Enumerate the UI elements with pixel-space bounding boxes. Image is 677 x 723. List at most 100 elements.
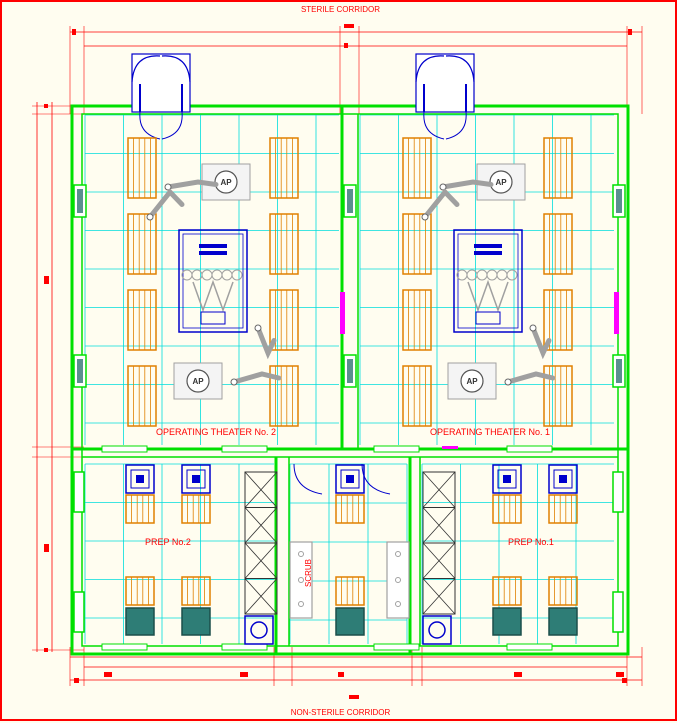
sink-frame <box>125 464 155 494</box>
outer-wall <box>70 104 630 656</box>
cabinet-outline <box>543 137 573 199</box>
light-arm <box>467 279 509 313</box>
basin-tap <box>395 601 401 607</box>
storage-cabinet-icon <box>543 365 573 427</box>
storage-cabinet-icon <box>125 494 155 524</box>
shelf-cell <box>422 578 456 615</box>
sink-frame <box>548 464 578 494</box>
door-swing <box>361 463 391 495</box>
shelf-cell <box>244 578 278 615</box>
light-head <box>201 269 213 281</box>
arm-path <box>422 188 460 220</box>
basin-tap <box>298 577 304 583</box>
dimension-marker <box>44 276 49 284</box>
dimension-marker <box>104 672 112 677</box>
pendant-arm-icon <box>230 371 282 386</box>
sink-drain <box>559 475 567 483</box>
arm-path <box>255 325 277 360</box>
cabinet-outline <box>127 289 157 351</box>
pendant-arm-icon <box>254 324 277 360</box>
storage-cabinet-icon <box>402 365 432 427</box>
window-pane <box>616 359 622 383</box>
magenta-fixture <box>442 446 458 449</box>
washer-unit <box>125 607 155 636</box>
cabinet-outline <box>402 213 432 275</box>
sink-frame <box>181 464 211 494</box>
light-head <box>486 269 498 281</box>
sink-bowl <box>340 469 360 489</box>
storage-cabinet-icon <box>492 494 522 524</box>
door-swing <box>445 55 475 83</box>
light-head <box>221 269 233 281</box>
scrub-basin-icon <box>386 541 410 619</box>
table-bar <box>199 244 227 248</box>
dimension-marker <box>514 672 522 677</box>
cabinet-outline <box>181 576 211 606</box>
double-swing-door-icon <box>415 53 475 140</box>
pendant-arm-icon <box>164 179 219 191</box>
storage-cabinet-icon <box>335 576 365 606</box>
storage-cabinet-icon <box>125 576 155 606</box>
ap-unit-icon: AP <box>173 362 223 400</box>
storage-cabinet-icon <box>269 213 299 275</box>
window-pane <box>347 189 353 213</box>
storage-cabinet-icon <box>269 365 299 427</box>
pendant-arm-icon <box>421 188 460 221</box>
ap-label: AP <box>466 377 478 386</box>
cabinet-outline <box>181 494 211 524</box>
window-pane <box>347 359 353 383</box>
sink-bowl <box>130 469 150 489</box>
cabinet-outline <box>402 137 432 199</box>
washer-unit <box>181 607 211 636</box>
light-head <box>456 269 468 281</box>
sterilizer-icon <box>244 615 274 645</box>
sink-frame <box>335 464 365 494</box>
light-head <box>496 269 508 281</box>
room-label-prep1: PREP No.1 <box>508 537 554 547</box>
door-swing <box>161 111 183 140</box>
wall-panel <box>73 471 85 513</box>
storage-cabinet-icon <box>402 137 432 199</box>
light-head <box>506 269 518 281</box>
arm-joint <box>230 378 238 386</box>
dimension-marker <box>44 104 48 108</box>
storage-cabinet-icon <box>127 365 157 427</box>
storage-cabinet-icon <box>269 137 299 199</box>
scrub-sink-icon <box>335 464 365 494</box>
ap-unit-icon: AP <box>201 163 251 201</box>
cabinet-outline <box>543 213 573 275</box>
arm-joint <box>146 213 154 221</box>
shelf-cross <box>244 578 278 615</box>
operating-table-icon <box>178 229 248 333</box>
dimension-lines <box>32 24 643 699</box>
arm-path <box>231 371 282 385</box>
room-label-scrub: SCRUB <box>304 558 313 587</box>
cabinet-outline <box>335 494 365 524</box>
operating-table-icon <box>453 229 523 333</box>
arm-joint <box>529 324 537 332</box>
cabinet-outline <box>125 576 155 606</box>
shelf-cross <box>422 507 456 544</box>
shelf-cross <box>244 542 278 579</box>
cabinet-outline <box>127 365 157 427</box>
sink-bowl <box>186 469 206 489</box>
sterilizer-dial <box>250 621 268 639</box>
arm-joint <box>164 183 172 191</box>
shelf-cross <box>422 578 456 615</box>
arm-joint <box>504 378 512 386</box>
door-frame <box>415 53 475 113</box>
wall-panel <box>612 471 624 513</box>
shelf-column-icon <box>422 471 456 615</box>
dimension-marker <box>628 29 632 35</box>
arm-path <box>147 188 185 220</box>
dimension-marker <box>74 678 79 683</box>
door-swing <box>131 55 161 83</box>
sink-drain <box>136 475 144 483</box>
sink-drain <box>503 475 511 483</box>
storage-cabinet-icon <box>492 576 522 606</box>
arm-path <box>505 371 556 385</box>
storage-cabinet-icon <box>548 576 578 606</box>
ap-circle <box>460 369 484 393</box>
cabinet-outline <box>269 137 299 199</box>
